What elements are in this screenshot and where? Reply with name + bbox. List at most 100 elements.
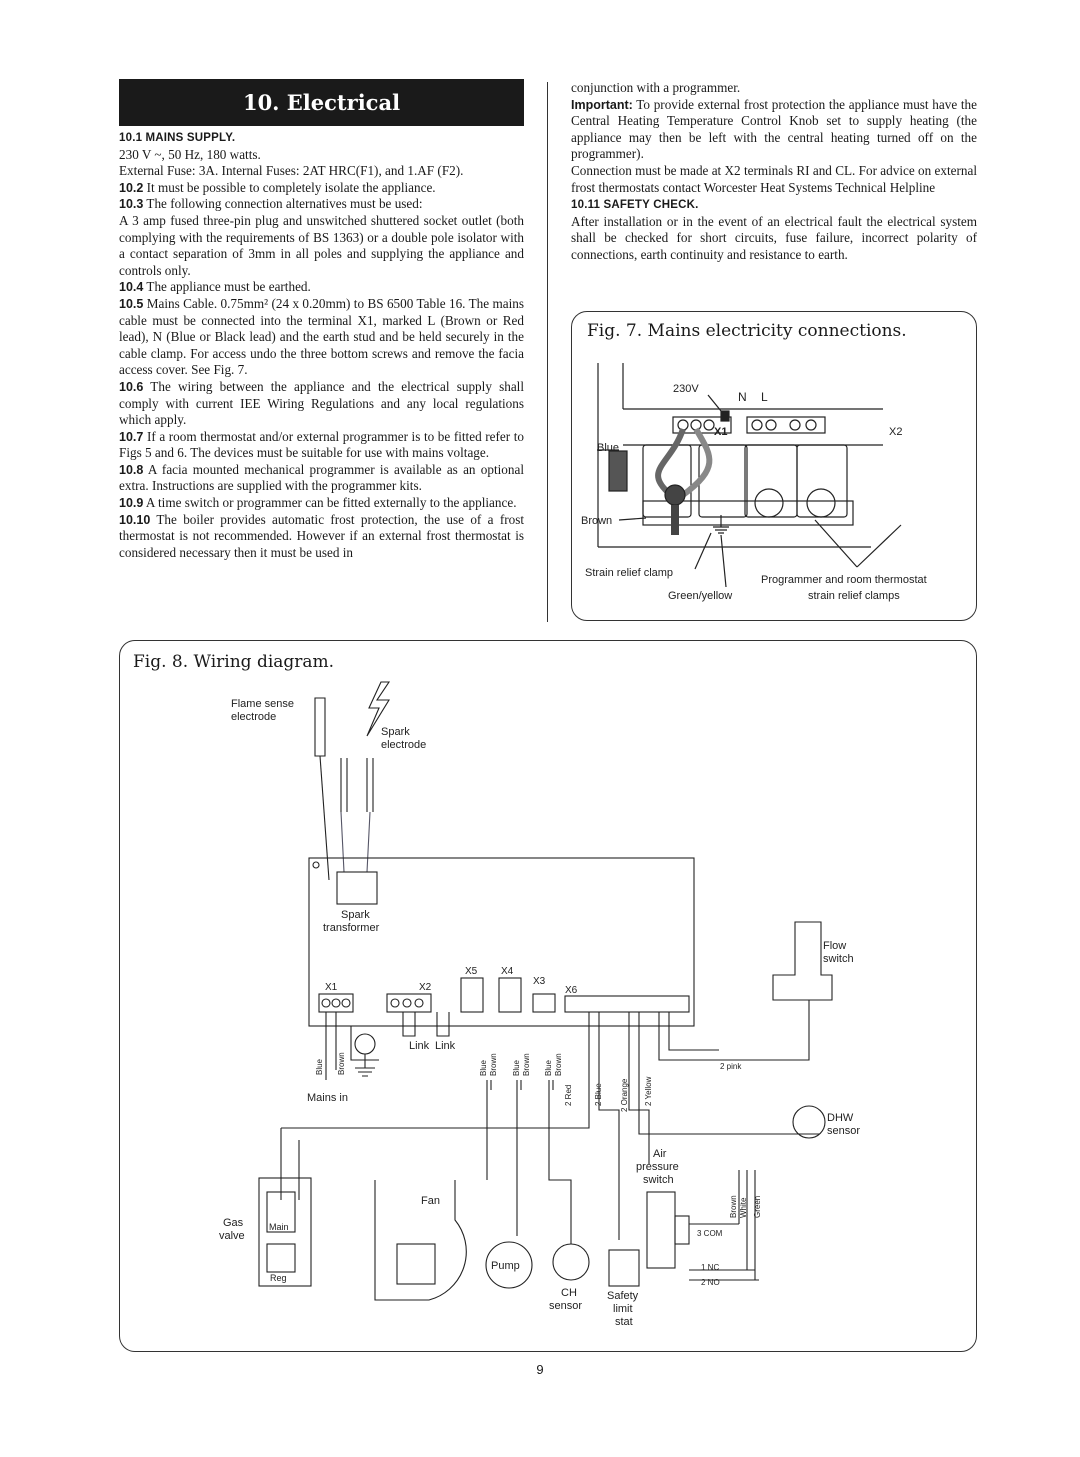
right-column: conjunction with a programmer. Important… — [571, 80, 977, 264]
label-x5: X5 — [465, 966, 478, 977]
label-flame-sense: Flame sense — [231, 698, 294, 710]
p3b-text: A 3 amp fused three-pin plug and unswitc… — [119, 212, 524, 278]
label-l: L — [761, 390, 768, 404]
fig7-box — [571, 311, 977, 621]
pin — [414, 998, 424, 1008]
label-aps-brown: Brown — [729, 1195, 738, 1218]
cable-entry — [664, 484, 686, 506]
label-ch-sensor: sensor — [549, 1300, 582, 1312]
label-ch-blue: Blue — [544, 1059, 553, 1076]
earth-wire — [350, 1026, 379, 1061]
label-n: N — [738, 390, 747, 404]
label-ch: CH — [561, 1287, 577, 1299]
label-switch: switch — [643, 1174, 674, 1186]
label-230v: 230V — [673, 383, 699, 395]
label-mains-in: Mains in — [307, 1092, 348, 1104]
label-transformer-2: transformer — [323, 922, 380, 934]
fig8-wiring-diagram: Flame sense electrode Spark electrode Sp… — [219, 681, 860, 1328]
label-reg: Reg — [270, 1273, 287, 1283]
p6-text: The wiring between the appliance and the… — [119, 378, 524, 428]
terminal-screw — [751, 419, 763, 431]
terminal-screw — [789, 419, 801, 431]
label-limit: limit — [613, 1303, 633, 1315]
p3-num: 10.3 — [119, 197, 144, 212]
label-valve: valve — [219, 1230, 245, 1242]
label-pump-blue: Blue — [512, 1059, 521, 1076]
p6-num: 10.6 — [119, 379, 144, 394]
left-column: 10.1 MAINS SUPPLY. 230 V ~, 50 Hz, 180 w… — [119, 129, 524, 561]
brown-leader — [618, 517, 647, 521]
harness-line-1 — [281, 1012, 590, 1129]
p4-num: 10.4 — [119, 280, 144, 295]
p2-num: 10.2 — [119, 180, 144, 195]
aps-wires — [689, 1223, 759, 1281]
mains-voltage: 230 V ~, 50 Hz, 180 watts. — [119, 146, 261, 162]
label-x2: X2 — [889, 426, 902, 438]
label-flow-switch: switch — [823, 953, 854, 965]
link-2 — [436, 1012, 450, 1037]
spark-electrode-2 — [366, 758, 374, 812]
p10-num: 10.10 — [119, 512, 151, 527]
page-number: 9 — [536, 1362, 544, 1377]
important-text: To provide external frost protection the… — [571, 96, 977, 162]
pin — [390, 998, 400, 1008]
label-transformer-1: Spark — [341, 909, 370, 921]
pcb-hole — [312, 861, 320, 869]
flame-wire — [319, 755, 330, 881]
terminal-screw — [690, 419, 702, 431]
sec-10-11-num: 10.11 — [571, 199, 601, 212]
gas-valve-main — [266, 1191, 296, 1233]
column-divider — [547, 82, 548, 622]
terminal-screw — [765, 419, 777, 431]
label-pump-brown: Brown — [522, 1053, 531, 1076]
ch-wire — [548, 1090, 572, 1244]
connector-x4 — [498, 977, 522, 1013]
brown-lead — [655, 427, 686, 498]
blue-lead — [681, 427, 713, 498]
sec-10-11-heading: SAFETY CHECK. — [603, 199, 699, 212]
gas-valve — [258, 1177, 312, 1287]
p5-text: Mains Cable. 0.75mm² (24 x 0.20mm) to BS… — [119, 295, 524, 378]
p3-text: The following connection alternatives mu… — [146, 196, 423, 212]
pump — [485, 1241, 533, 1289]
label-brown: Brown — [581, 515, 612, 527]
clamp-strip — [642, 500, 854, 526]
connector-x1 — [318, 993, 354, 1013]
strain-clamp-mains — [642, 444, 692, 518]
label-spark: Spark — [381, 726, 410, 738]
label-main: Main — [269, 1222, 289, 1232]
label-2-orange: 2 Orange — [620, 1078, 629, 1112]
terminal-screw — [805, 419, 817, 431]
connector-x2 — [386, 993, 432, 1013]
blue-lead-block — [608, 450, 628, 492]
p5-num: 10.5 — [119, 296, 144, 311]
label-link-1: Link — [409, 1040, 430, 1052]
gas-valve-reg — [266, 1243, 296, 1273]
fig7-title: Fig. 7. Mains electricity connections. — [587, 321, 907, 341]
pin — [341, 998, 351, 1008]
green-leader — [720, 534, 727, 588]
label-green-yellow: Green/yellow — [668, 590, 732, 602]
connector-x3 — [532, 993, 556, 1013]
p8-num: 10.8 — [119, 462, 144, 477]
sec-10-1-num: 10.1 — [119, 132, 143, 144]
prog-leader-1 — [814, 519, 858, 568]
p9-num: 10.9 — [119, 496, 144, 511]
p8-text: A facia mounted mechanical programmer is… — [119, 461, 524, 494]
label-x6: X6 — [565, 985, 578, 996]
label-pressure: pressure — [636, 1161, 679, 1173]
main-pcb — [308, 857, 695, 1027]
p2-text: It must be possible to completely isolat… — [146, 179, 436, 195]
label-gas: Gas — [223, 1217, 244, 1229]
strain-leader — [694, 532, 712, 570]
dhw-sensor — [792, 1105, 826, 1139]
label-2-red: 2 Red — [564, 1085, 573, 1106]
label-x2: X2 — [419, 982, 432, 993]
fig8-title: Fig. 8. Wiring diagram. — [133, 652, 335, 672]
label-flow: Flow — [823, 940, 846, 952]
label-fan-brown: Brown — [489, 1053, 498, 1076]
fig8-box — [119, 640, 977, 1352]
dhw-wire — [638, 1012, 819, 1135]
programmer-clamp-2 — [796, 444, 848, 518]
label-2-blue: 2 Blue — [594, 1083, 603, 1106]
